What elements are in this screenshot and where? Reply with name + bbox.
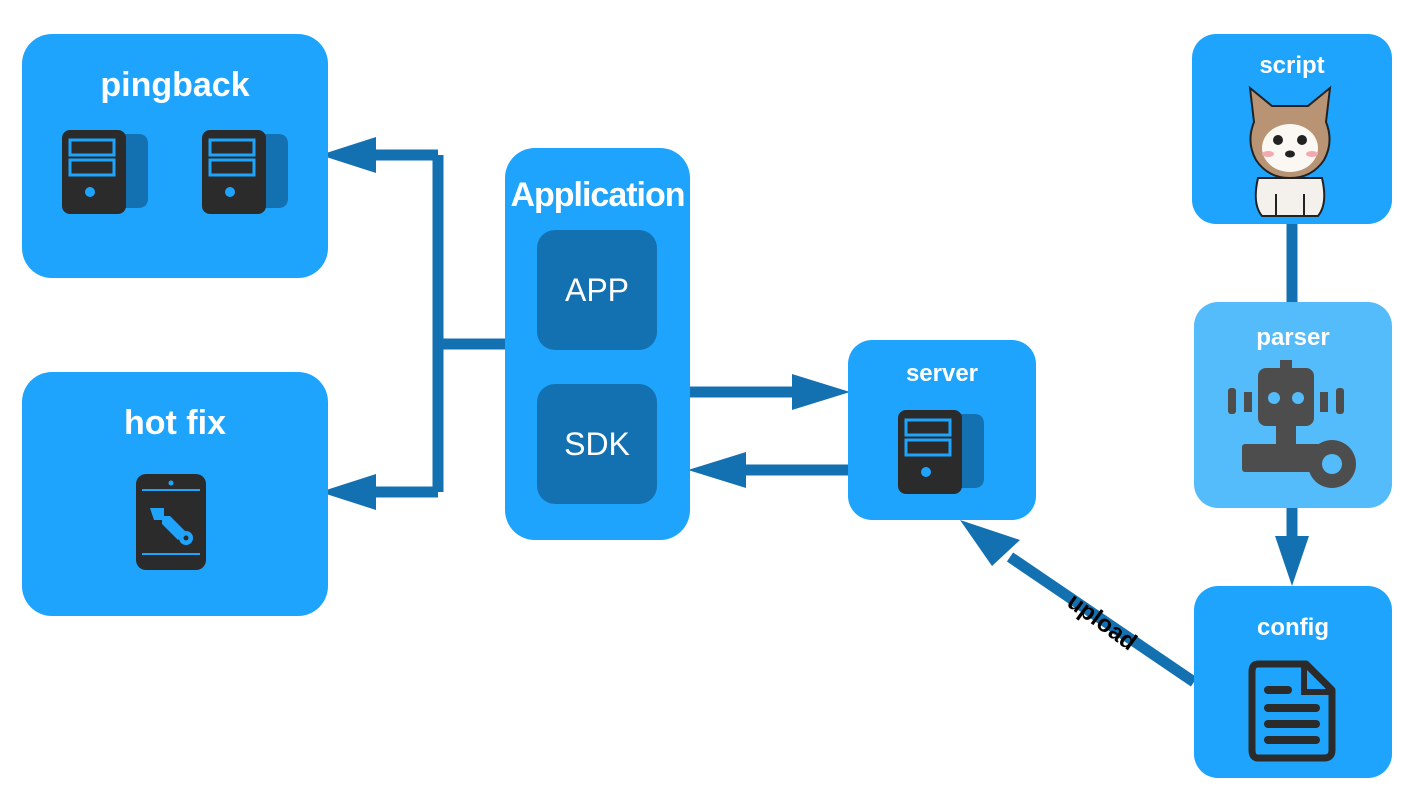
arrowhead-pingback (320, 137, 376, 173)
document-icon (1248, 660, 1336, 762)
config-title: config (1257, 614, 1329, 641)
script-title: script (1259, 52, 1325, 79)
script-node: script (1192, 34, 1392, 224)
arrowhead-sdk-in (688, 452, 746, 488)
parser-title: parser (1256, 324, 1330, 351)
connector-config-to-server (1006, 552, 1198, 687)
hotfix-node: hot fix (22, 372, 328, 616)
config-node: config (1194, 586, 1392, 778)
parser-node: parser (1194, 302, 1392, 508)
application-node: Application APP SDK (505, 148, 690, 540)
pingback-node: pingback (22, 34, 328, 278)
robot-gear-icon (1228, 360, 1356, 488)
pingback-title: pingback (100, 66, 250, 104)
server-title: server (905, 360, 979, 387)
sdk-module: SDK (537, 384, 657, 504)
arrowhead-hotfix (320, 474, 376, 510)
arrowhead-server-in (792, 374, 850, 410)
server-node: server (848, 340, 1036, 520)
app-module: APP (537, 230, 657, 350)
server-icon (202, 130, 288, 214)
arrowhead-upload (960, 520, 1020, 566)
hotfix-title: hot fix (124, 404, 226, 442)
mobile-wrench-icon (136, 474, 206, 570)
server-icon (898, 410, 984, 494)
server-icon (62, 130, 148, 214)
arrowhead-config (1275, 536, 1309, 586)
dog-mascot-icon (1248, 85, 1332, 217)
application-title: Application (510, 176, 685, 214)
